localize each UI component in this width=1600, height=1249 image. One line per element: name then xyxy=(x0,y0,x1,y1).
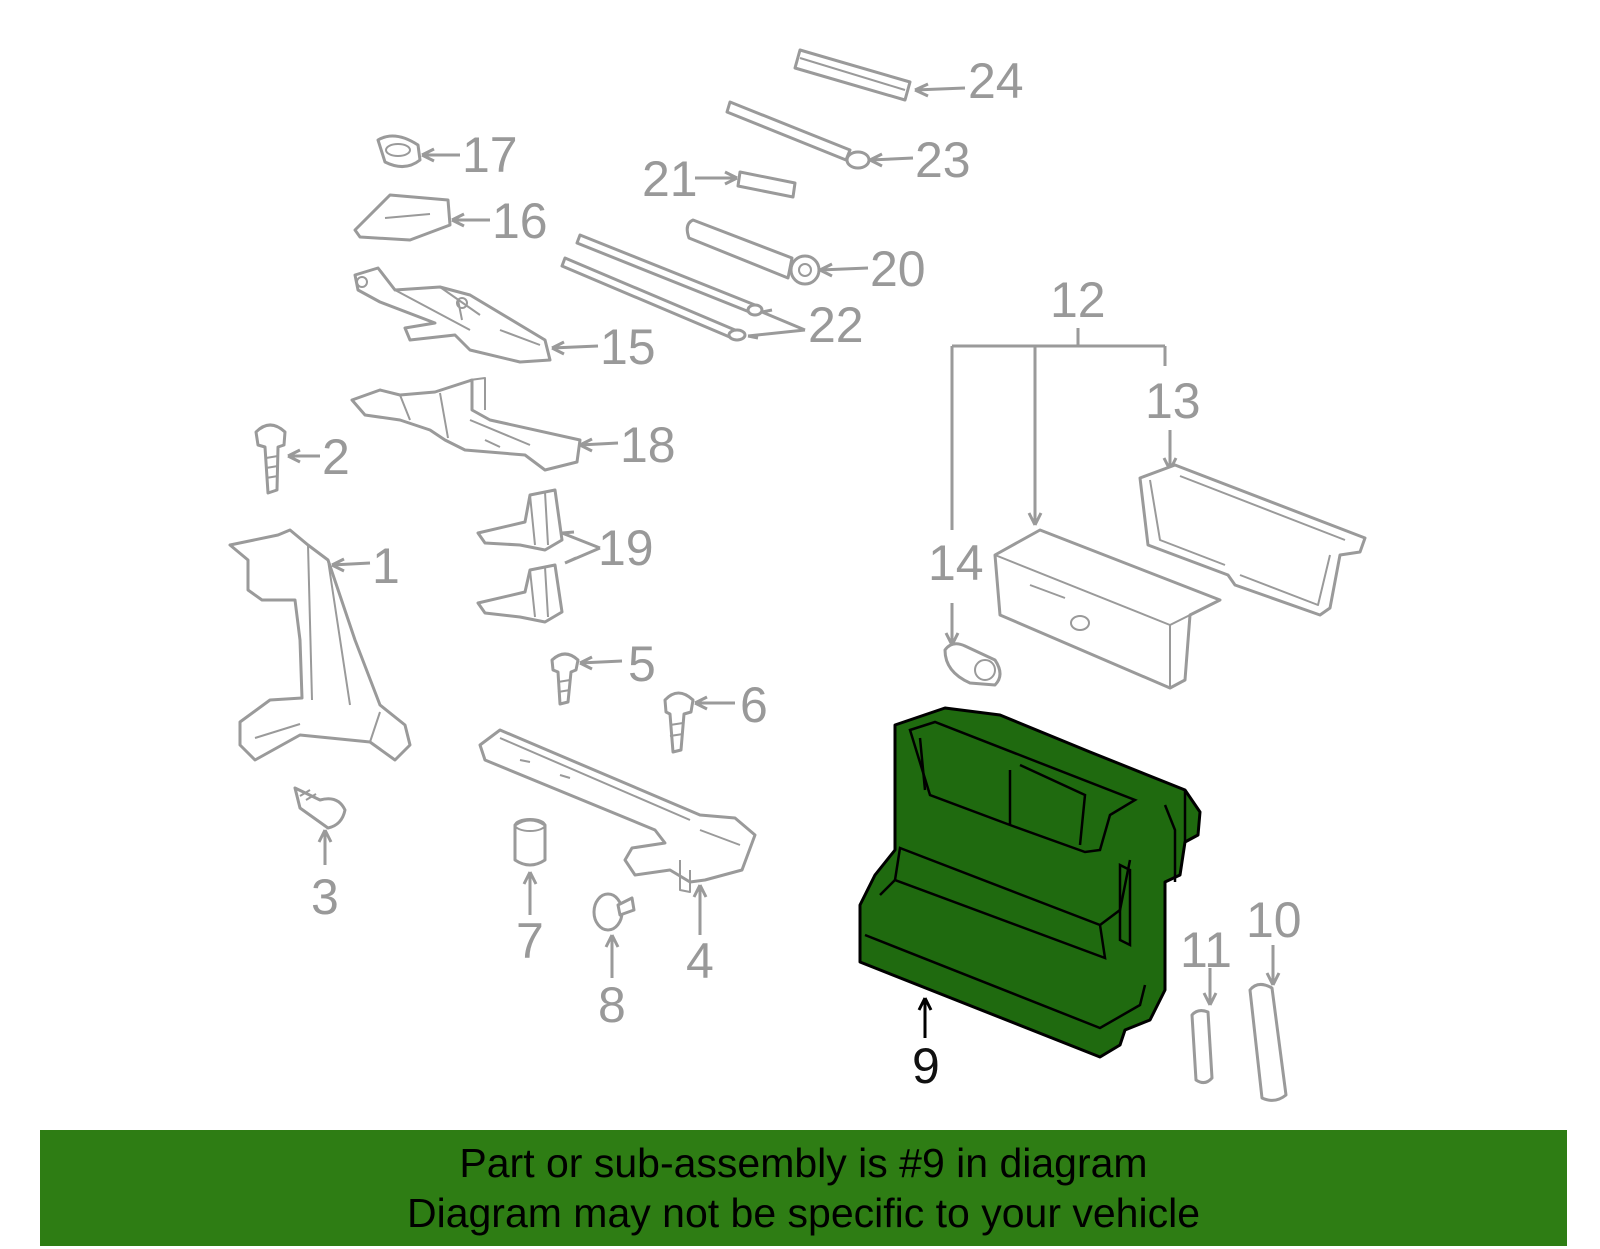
part-23[interactable] xyxy=(725,100,871,170)
part-11[interactable] xyxy=(1190,1009,1214,1085)
leader-20 xyxy=(819,262,869,278)
leader-9 xyxy=(917,997,933,1038)
leader-5 xyxy=(579,655,623,671)
leader-22 xyxy=(747,308,806,340)
callout-15: 15 xyxy=(600,319,656,375)
callout-1: 1 xyxy=(372,538,400,594)
callout-21: 21 xyxy=(642,151,698,207)
leader-6 xyxy=(694,695,735,711)
part-4[interactable] xyxy=(478,728,757,893)
callout-24: 24 xyxy=(968,53,1024,109)
part-14[interactable] xyxy=(943,642,1002,687)
part-18[interactable] xyxy=(350,377,582,472)
leader-4 xyxy=(692,884,708,935)
part-13[interactable] xyxy=(1138,463,1367,617)
leader-15 xyxy=(551,340,599,356)
part-15[interactable] xyxy=(353,266,552,364)
callout-10: 10 xyxy=(1246,892,1302,948)
part-19[interactable] xyxy=(476,488,564,624)
part-9-highlighted[interactable] xyxy=(858,706,1202,1059)
parts-diagram: 24 23 21 17 16 20 22 xyxy=(228,48,1367,1102)
callout-3: 3 xyxy=(311,869,339,925)
leader-16 xyxy=(451,212,490,228)
part-21[interactable] xyxy=(736,170,797,199)
callout-7: 7 xyxy=(516,913,544,969)
leader-2 xyxy=(287,448,320,464)
callout-5: 5 xyxy=(628,636,656,692)
callout-14: 14 xyxy=(928,535,984,591)
callout-20: 20 xyxy=(870,241,926,297)
part-3[interactable] xyxy=(293,786,347,830)
callout-19: 19 xyxy=(598,520,654,576)
part-7[interactable] xyxy=(513,818,547,867)
leader-7 xyxy=(522,871,538,915)
leader-8 xyxy=(604,934,620,978)
part-5[interactable] xyxy=(550,652,580,706)
callout-2: 2 xyxy=(322,429,350,485)
part-6[interactable] xyxy=(663,691,695,754)
info-banner: Part or sub-assembly is #9 in diagram Di… xyxy=(40,1130,1567,1246)
leader-18 xyxy=(579,437,619,453)
part-1[interactable] xyxy=(228,528,412,762)
callout-8: 8 xyxy=(598,977,626,1033)
callout-6: 6 xyxy=(740,677,768,733)
leader-19 xyxy=(561,530,601,565)
leader-23 xyxy=(869,152,914,168)
leader-24 xyxy=(914,82,966,98)
callout-17: 17 xyxy=(462,127,518,183)
banner-line-2: Diagram may not be specific to your vehi… xyxy=(406,1190,1200,1236)
part-17[interactable] xyxy=(376,134,422,168)
callout-22: 22 xyxy=(808,297,864,353)
part-24[interactable] xyxy=(793,48,912,102)
part-8[interactable] xyxy=(592,892,636,932)
callout-23: 23 xyxy=(915,132,971,188)
banner-line-1: Part or sub-assembly is #9 in diagram xyxy=(459,1140,1148,1186)
leader-17 xyxy=(421,147,460,163)
part-2[interactable] xyxy=(254,423,287,495)
leader-3 xyxy=(317,829,333,865)
callout-12: 12 xyxy=(1050,272,1106,328)
part-20[interactable] xyxy=(685,218,821,286)
leader-21 xyxy=(695,170,738,186)
leader-12 xyxy=(950,328,1167,530)
leader-10 xyxy=(1265,945,1281,986)
leader-11 xyxy=(1202,968,1218,1006)
callout-13: 13 xyxy=(1145,373,1201,429)
callout-11: 11 xyxy=(1180,922,1232,978)
leader-14 xyxy=(944,603,960,646)
part-16[interactable] xyxy=(353,193,452,242)
callout-16: 16 xyxy=(492,193,548,249)
part-10[interactable] xyxy=(1248,983,1288,1102)
callout-18: 18 xyxy=(620,417,676,473)
callout-4: 4 xyxy=(686,933,714,989)
part-22[interactable] xyxy=(560,233,764,342)
part-12[interactable] xyxy=(993,528,1222,690)
leader-1 xyxy=(331,557,371,573)
callout-9: 9 xyxy=(912,1038,940,1094)
